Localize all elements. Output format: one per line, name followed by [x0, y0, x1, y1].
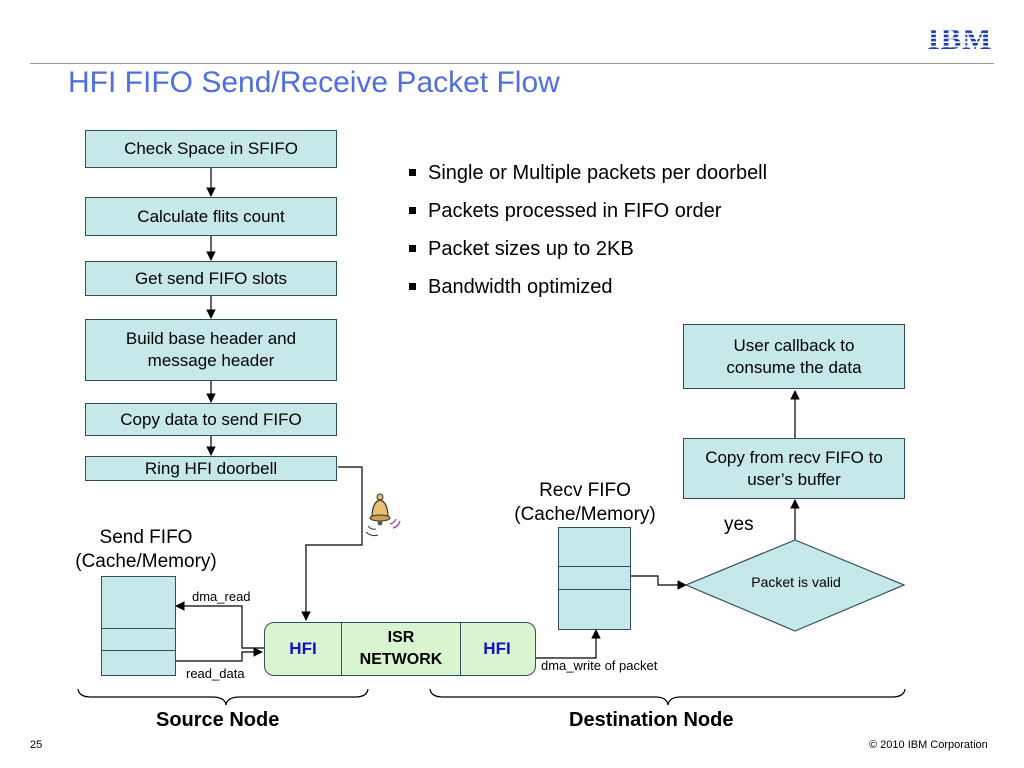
dma-read-arrow	[175, 601, 264, 649]
send-fifo-stack	[101, 576, 176, 676]
recv-to-decision-arrow	[631, 575, 687, 590]
recv-fifo-slot-divider	[559, 589, 630, 590]
destination-node-brace	[429, 688, 906, 706]
send-fifo-subtitle: (Cache/Memory)	[75, 551, 217, 572]
user-callback-box: User callback to consume the data	[683, 324, 905, 389]
bullet-marker	[409, 245, 416, 252]
read-data-arrow	[176, 647, 263, 662]
bullet-item: Single or Multiple packets per doorbell	[408, 160, 767, 198]
network-line: NETWORK	[359, 651, 443, 668]
recv-fifo-slot-divider	[559, 566, 630, 567]
send-fifo-label: Send FIFO (Cache/Memory)	[46, 526, 246, 574]
bullet-item: Packets processed in FIFO order	[408, 198, 767, 236]
dma-read-label: dma_read	[192, 589, 251, 604]
bullet-list: Single or Multiple packets per doorbell …	[408, 160, 767, 312]
page-title: HFI FIFO Send/Receive Packet Flow	[68, 66, 560, 99]
left-hfi-label: HFI	[289, 639, 317, 658]
send-fifo-slot-divider	[102, 628, 175, 629]
destination-node-label: Destination Node	[569, 709, 734, 731]
right-hfi-label: HFI	[483, 639, 511, 658]
flow-box-get-send-slots: Get send FIFO slots	[85, 261, 337, 296]
send-fifo-title: Send FIFO	[99, 527, 193, 548]
recv-fifo-stack	[558, 527, 631, 630]
page-number: 25	[30, 739, 43, 751]
packet-valid-diamond	[684, 539, 906, 632]
flow-box-build-headers: Build base header and message header	[85, 319, 337, 381]
flow-box-calculate-flits: Calculate flits count	[85, 197, 337, 236]
bullet-marker	[409, 283, 416, 290]
doorbell-icon	[365, 493, 401, 537]
yes-label: yes	[724, 514, 754, 535]
dma-write-arrow	[536, 629, 601, 659]
recv-fifo-title: Recv FIFO	[539, 480, 631, 501]
doorbell-connector	[301, 466, 363, 621]
packet-valid-label: Packet is valid	[751, 574, 841, 590]
bullet-item: Bandwidth optimized	[408, 274, 767, 312]
flow-box-ring-doorbell: Ring HFI doorbell	[85, 456, 337, 481]
copyright: © 2010 IBM Corporation	[869, 739, 988, 751]
ibm-logo: IBM	[928, 22, 993, 52]
isr-network-block: HFI ISR NETWORK HFI	[264, 622, 536, 676]
send-fifo-slot-divider	[102, 650, 175, 651]
read-data-label: read_data	[186, 666, 245, 681]
bullet-marker	[409, 207, 416, 214]
isr-network-label: ISR NETWORK	[341, 623, 461, 675]
flow-box-copy-data: Copy data to send FIFO	[85, 403, 337, 436]
bullet-item: Packet sizes up to 2KB	[408, 236, 767, 274]
isr-line: ISR	[387, 629, 415, 646]
source-node-label: Source Node	[156, 709, 280, 731]
copy-recv-fifo-box: Copy from recv FIFO to user’s buffer	[683, 438, 905, 499]
recv-fifo-subtitle: (Cache/Memory)	[514, 504, 656, 525]
svg-text:IBM: IBM	[928, 22, 993, 52]
dma-write-label: dma_write of packet	[541, 658, 658, 673]
title-rule	[30, 63, 994, 64]
recv-fifo-label: Recv FIFO (Cache/Memory)	[485, 479, 685, 527]
bullet-marker	[409, 169, 416, 176]
source-node-brace	[77, 688, 369, 706]
flow-box-check-space: Check Space in SFIFO	[85, 130, 337, 168]
